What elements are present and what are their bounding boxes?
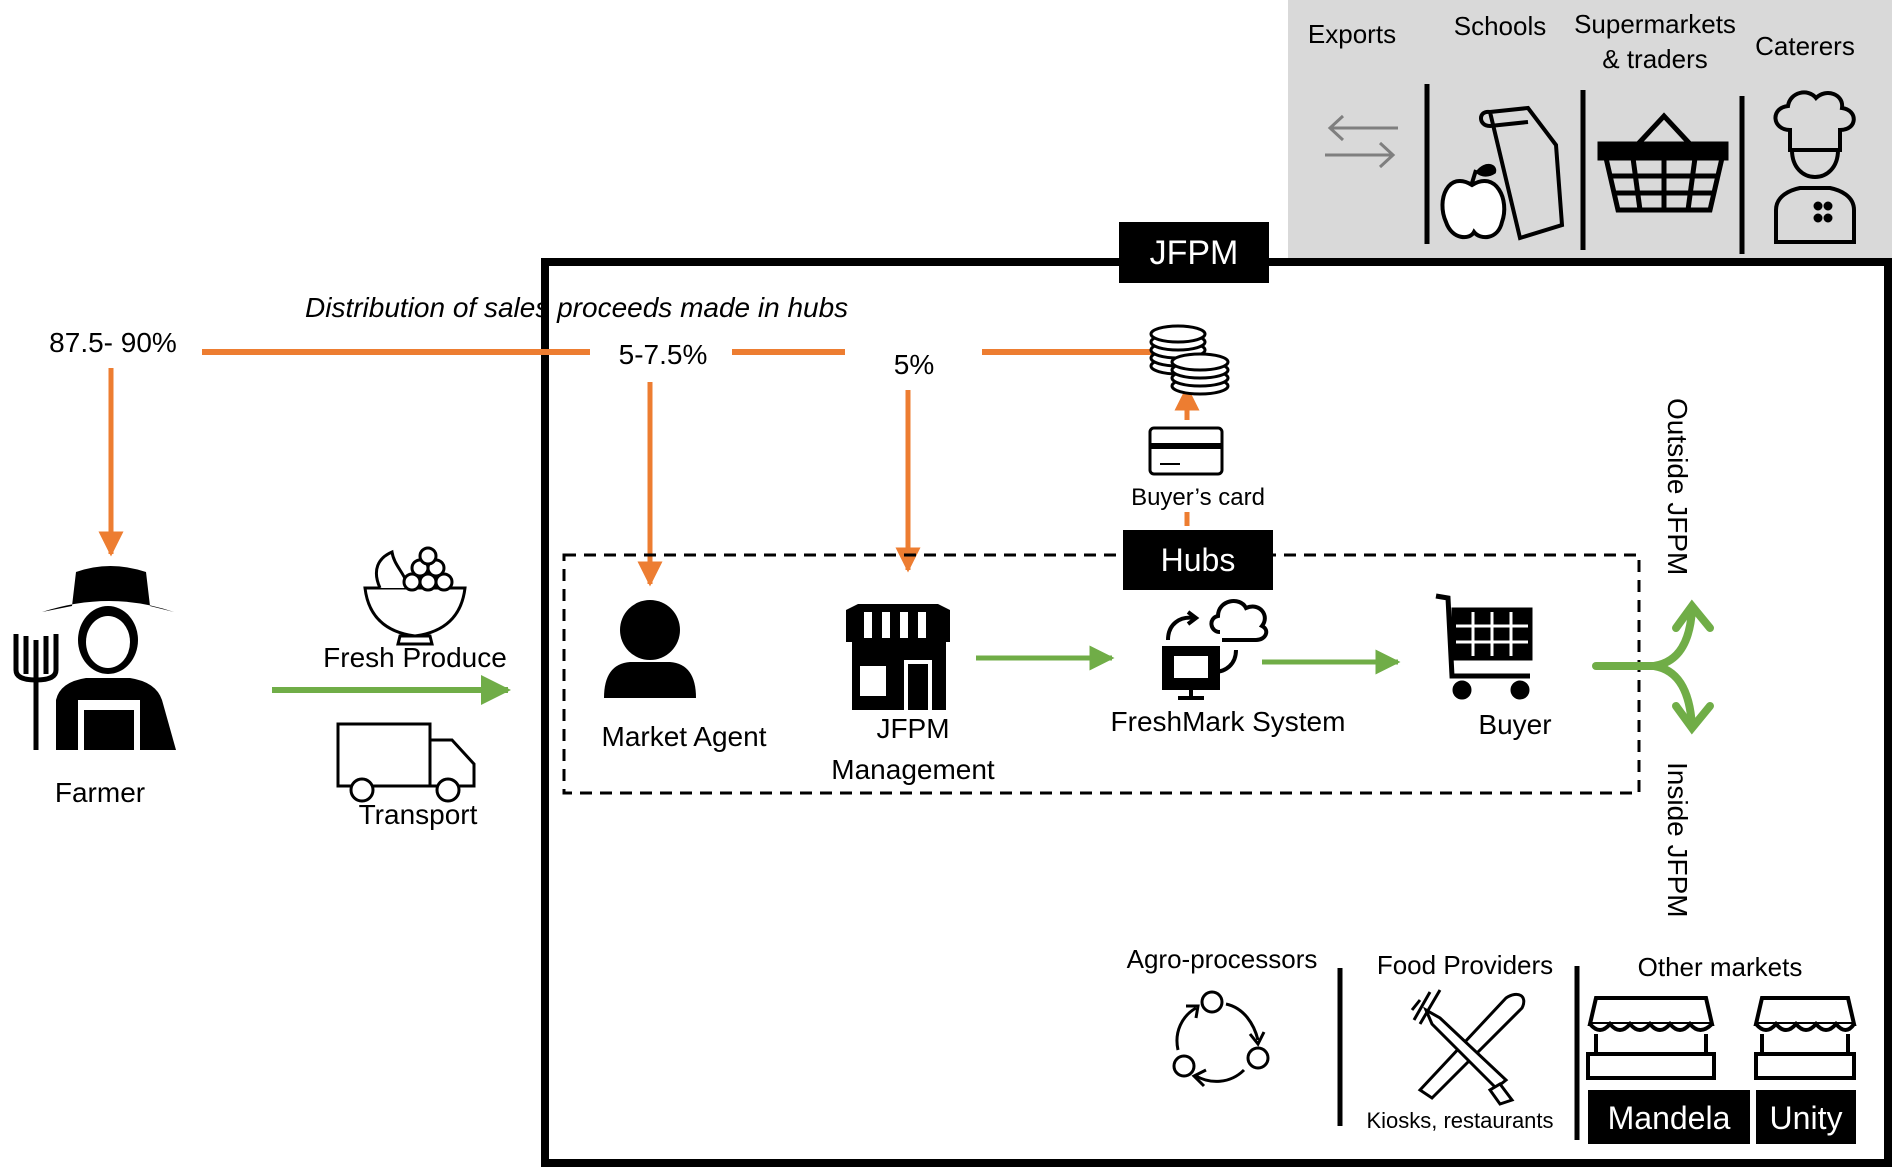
inside-panel: Agro-processors Food Providers Kiosks, r… <box>1127 944 1857 1144</box>
exports-label: Exports <box>1308 19 1396 49</box>
split-arrow <box>1592 599 1714 735</box>
farmer-icon <box>13 566 176 750</box>
card-icon <box>1148 426 1224 476</box>
pct-agent-label: 5-7.5% <box>619 339 708 370</box>
orange-arrows <box>98 368 1200 587</box>
market-stall-icon <box>1753 996 1857 1080</box>
outside-jfpm-label: Outside JFPM <box>1662 398 1693 575</box>
market-agent-label: Market Agent <box>602 721 767 752</box>
freshmark-system-label: FreshMark System <box>1111 706 1346 737</box>
shop-icon <box>846 604 950 710</box>
inside-jfpm-label: Inside JFPM <box>1662 762 1693 918</box>
jfpm-title-box <box>1119 222 1269 283</box>
market-stall-icon <box>1586 996 1716 1080</box>
shopping-basket-icon <box>1597 112 1729 213</box>
jfpm-box: JFPM <box>541 222 1892 1167</box>
schools-label: Schools <box>1454 11 1547 41</box>
computer-cloud-icon <box>1162 599 1269 700</box>
buyer-label: Buyer <box>1478 709 1551 740</box>
farmer-label: Farmer <box>55 777 145 808</box>
fruit-bowl-icon <box>363 546 467 646</box>
unity-label: Unity <box>1770 1100 1843 1136</box>
cart-icon <box>1435 593 1533 700</box>
person-icon <box>604 600 696 698</box>
chef-icon <box>1773 90 1856 244</box>
outside-panel: Exports Schools Supermarkets & traders C… <box>1288 0 1892 258</box>
jfpm-management-label-line2: Management <box>831 754 995 785</box>
traders-label: & traders <box>1602 44 1708 74</box>
buyers-card-label: Buyer’s card <box>1131 484 1265 511</box>
mandela-box <box>1588 1090 1750 1144</box>
hubs-box <box>562 553 1641 795</box>
fresh-produce-label: Fresh Produce <box>323 642 507 673</box>
jfpm-title: JFPM <box>1150 234 1239 272</box>
caterers-label: Caterers <box>1755 31 1855 61</box>
food-providers-label: Food Providers <box>1377 950 1553 980</box>
hubs-title: Hubs <box>1161 542 1236 578</box>
agro-processors-label: Agro-processors <box>1127 944 1318 974</box>
apple-bag-icon <box>1440 105 1565 241</box>
distribution-heading: Distribution of sales proceeds made in h… <box>305 292 848 323</box>
truck-icon <box>336 722 476 803</box>
supermarkets-label: Supermarkets <box>1574 9 1736 39</box>
transport-label: Transport <box>359 799 478 830</box>
pct-farmer-label: 87.5- 90% <box>49 327 177 358</box>
hubs-title-box <box>1123 530 1273 590</box>
exchange-arrows-icon <box>1325 114 1398 169</box>
other-markets-label: Other markets <box>1638 952 1803 982</box>
mandela-label: Mandela <box>1608 1100 1731 1136</box>
kiosks-label: Kiosks, restaurants <box>1366 1108 1553 1133</box>
pct-mgmt-label: 5% <box>894 349 934 380</box>
unity-box <box>1756 1090 1856 1144</box>
jfpm-management-label-line1: JFPM <box>876 713 949 744</box>
coins-icon <box>1149 324 1230 396</box>
fork-knife-icon <box>1410 989 1526 1106</box>
recycle-circle-icon <box>1172 990 1270 1088</box>
